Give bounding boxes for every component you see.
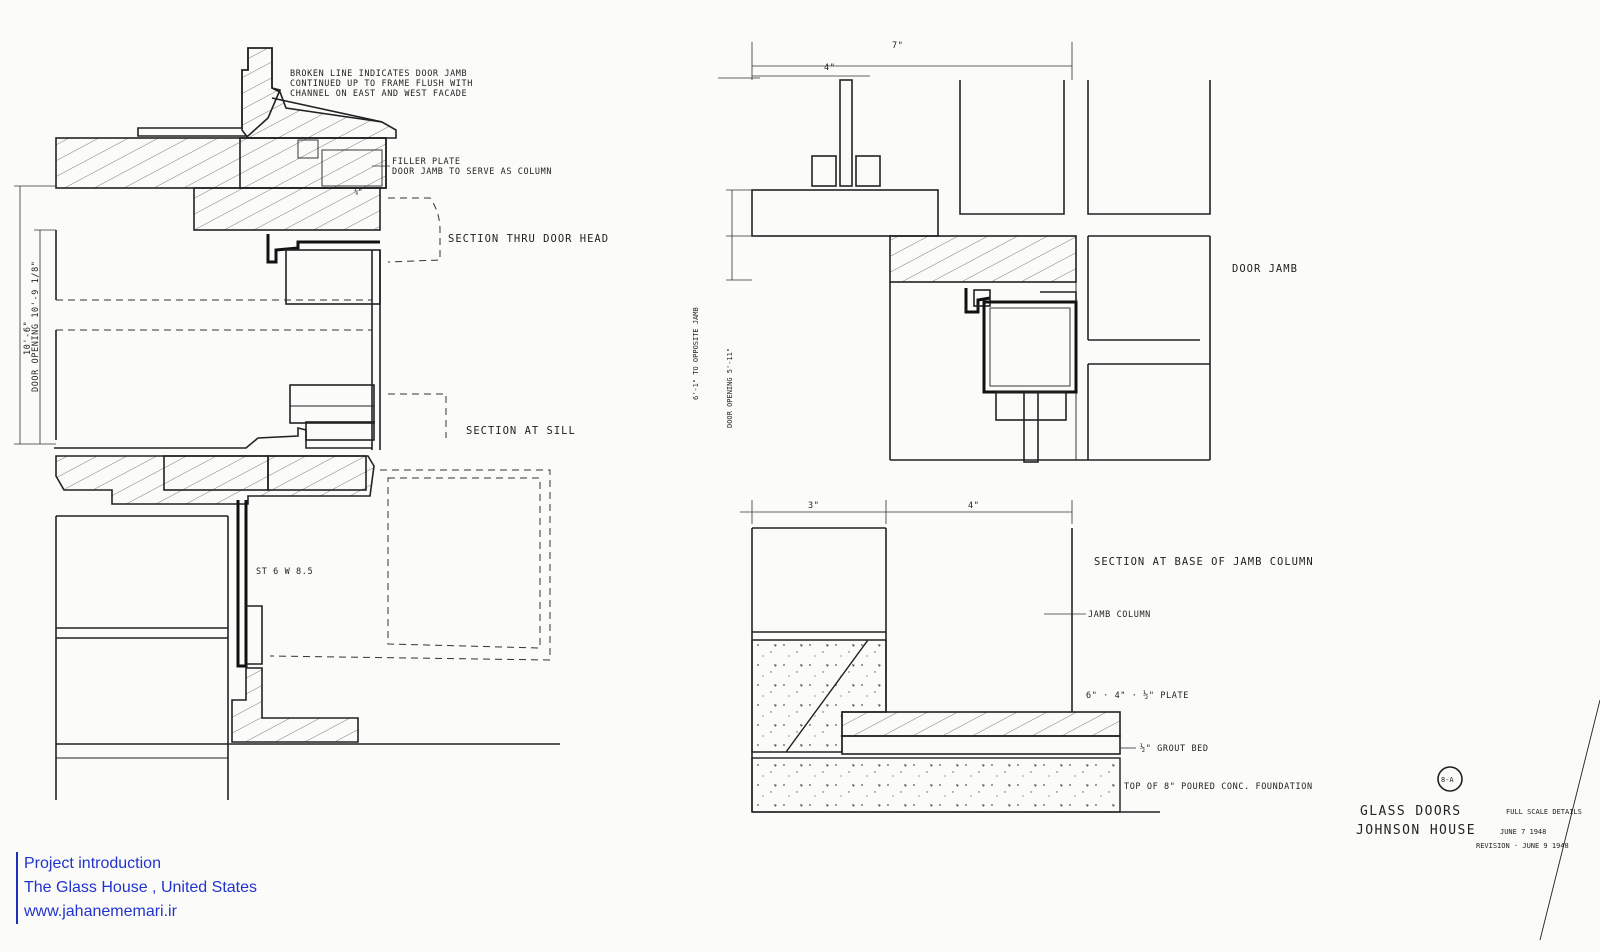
note-filler-plate-1: FILLER PLATE (392, 157, 461, 167)
note-foundation: TOP OF 8" POURED CONC. FOUNDATION (1124, 782, 1313, 792)
sheet-number: 8-A (1441, 776, 1454, 784)
section-base-jamb-column: 3" 4" SECTION AT BASE OF JAMB COLUMN JAM… (740, 500, 1314, 813)
note-broken-line-3: CHANNEL ON EAST AND WEST FACADE (290, 89, 467, 99)
title-block: 8-A GLASS DOORS FULL SCALE DETAILS JOHNS… (1356, 699, 1600, 941)
dim-3-8: ⅜" (354, 187, 362, 196)
dim-door-opening-width: DOOR OPENING 5'-11" (726, 348, 734, 428)
note-plate: 6" · 4" · ½" PLATE (1086, 690, 1189, 701)
dim-4-top: 4" (824, 63, 835, 73)
title-johnson-house: JOHNSON HOUSE (1356, 823, 1476, 838)
dim-3: 3" (808, 501, 819, 511)
label-section-base: SECTION AT BASE OF JAMB COLUMN (1094, 556, 1314, 568)
credit-project-introduction: Project introduction (24, 855, 161, 872)
title-glass-doors: GLASS DOORS (1360, 804, 1462, 819)
label-door-jamb: DOOR JAMB (1232, 263, 1298, 275)
title-full-scale-details: FULL SCALE DETAILS (1506, 808, 1582, 816)
dim-4-base: 4" (968, 501, 979, 511)
credit-project-name: The Glass House , United States (24, 879, 257, 896)
label-section-sill: SECTION AT SILL (466, 425, 576, 437)
credit-website-link[interactable]: www.jahanememari.ir (24, 903, 177, 920)
label-section-door-head: SECTION THRU DOOR HEAD (448, 233, 609, 245)
credit-block: Project introduction The Glass House , U… (16, 852, 257, 924)
title-revision: REVISION · JUNE 9 1948 (1476, 842, 1569, 850)
plan-door-jamb: 7" 4" 6'-1" TO OPPOSITE JAM (692, 41, 1298, 463)
left-vertical-section: 10'-6" DOOR OPENING 10'-9 1/8" ⅜" BROKEN… (14, 47, 609, 800)
note-broken-line-1: BROKEN LINE INDICATES DOOR JAMB (290, 69, 467, 79)
note-filler-plate-2: DOOR JAMB TO SERVE AS COLUMN (392, 167, 552, 177)
note-jamb-column: JAMB COLUMN (1088, 610, 1151, 620)
note-steel-section: ST 6 W 8.5 (256, 567, 313, 577)
dim-height-total: 10'-6" (23, 321, 33, 355)
dim-door-opening-vertical: DOOR OPENING 10'-9 1/8" (31, 260, 41, 392)
dim-7: 7" (892, 41, 903, 51)
note-broken-line-2: CONTINUED UP TO FRAME FLUSH WITH (290, 79, 473, 89)
note-grout-bed: ½" GROUT BED (1140, 743, 1209, 754)
dim-6-1-opposite-jamb: 6'-1" TO OPPOSITE JAMB (692, 307, 700, 400)
title-date: JUNE 7 1948 (1500, 828, 1546, 836)
